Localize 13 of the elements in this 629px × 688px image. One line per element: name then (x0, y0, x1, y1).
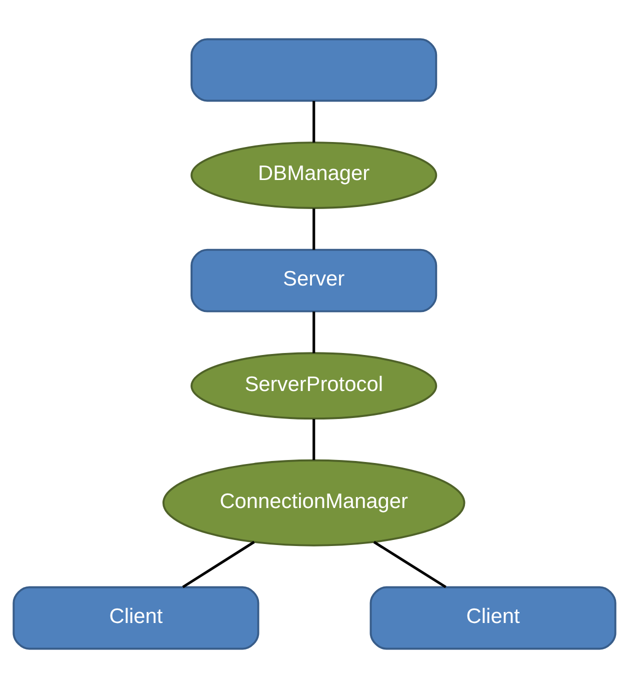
connector (373, 540, 446, 588)
connector (312, 312, 316, 354)
connector (182, 540, 255, 588)
node-box: Client (12, 586, 260, 650)
connector (312, 100, 316, 143)
node-box: Client (370, 586, 616, 650)
connector (312, 419, 316, 460)
node-box (190, 38, 438, 102)
node-ellipse: ConnectionManager (162, 459, 466, 546)
node-ellipse: ServerProtocol (190, 352, 438, 420)
node-ellipse: DBManager (190, 142, 438, 209)
connector (312, 208, 316, 250)
node-box: Server (190, 248, 438, 312)
